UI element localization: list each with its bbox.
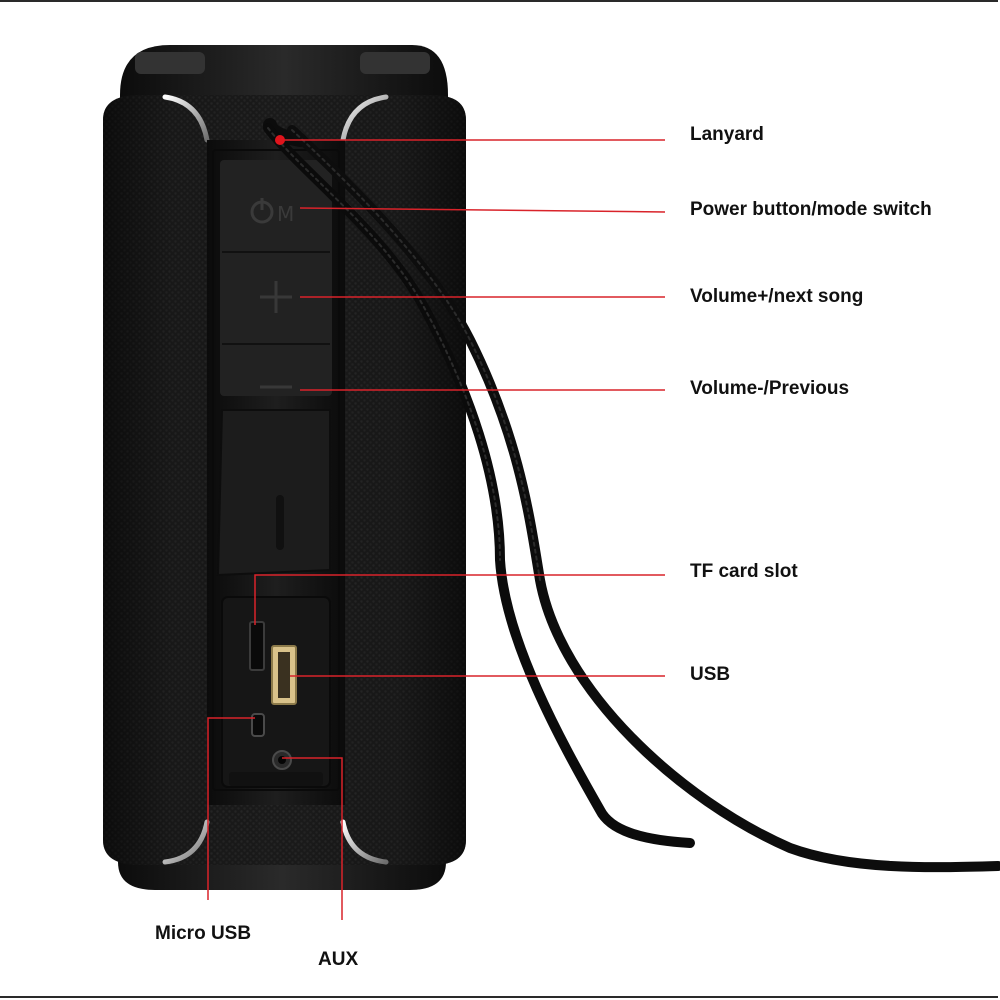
callout-line-micro-usb (207, 717, 255, 900)
label-power-button-mode-switch: Power button/mode switch (690, 199, 932, 220)
plus-symbol (260, 281, 292, 313)
callout-lines (207, 139, 666, 920)
label-micro-usb: Micro USB (155, 923, 252, 944)
aux-port (272, 750, 292, 770)
callout-line-tf-card (254, 574, 665, 625)
tf-card-slot-port (249, 621, 265, 671)
callout-line-power (299, 207, 666, 213)
label-aux: AUX (318, 949, 359, 970)
label-tf-card-slot: TF card slot (690, 561, 798, 582)
power-mode-symbol: M (250, 198, 294, 226)
lanyard (263, 118, 1000, 873)
port-cover-flap (216, 409, 331, 577)
svg-text:M: M (277, 202, 294, 226)
label-lanyard: Lanyard (690, 124, 764, 145)
label-usb: USB (690, 664, 731, 685)
lanyard-marker-dot (275, 135, 285, 145)
usb-port (271, 645, 297, 705)
callout-line-aux (282, 757, 343, 920)
button-panel (220, 160, 332, 396)
micro-usb-port (251, 713, 265, 737)
label-volume-up-next-song: Volume+/next song (690, 286, 864, 307)
chrome-rims (116, 93, 450, 865)
label-volume-down-previous: Volume-/Previous (690, 378, 850, 399)
